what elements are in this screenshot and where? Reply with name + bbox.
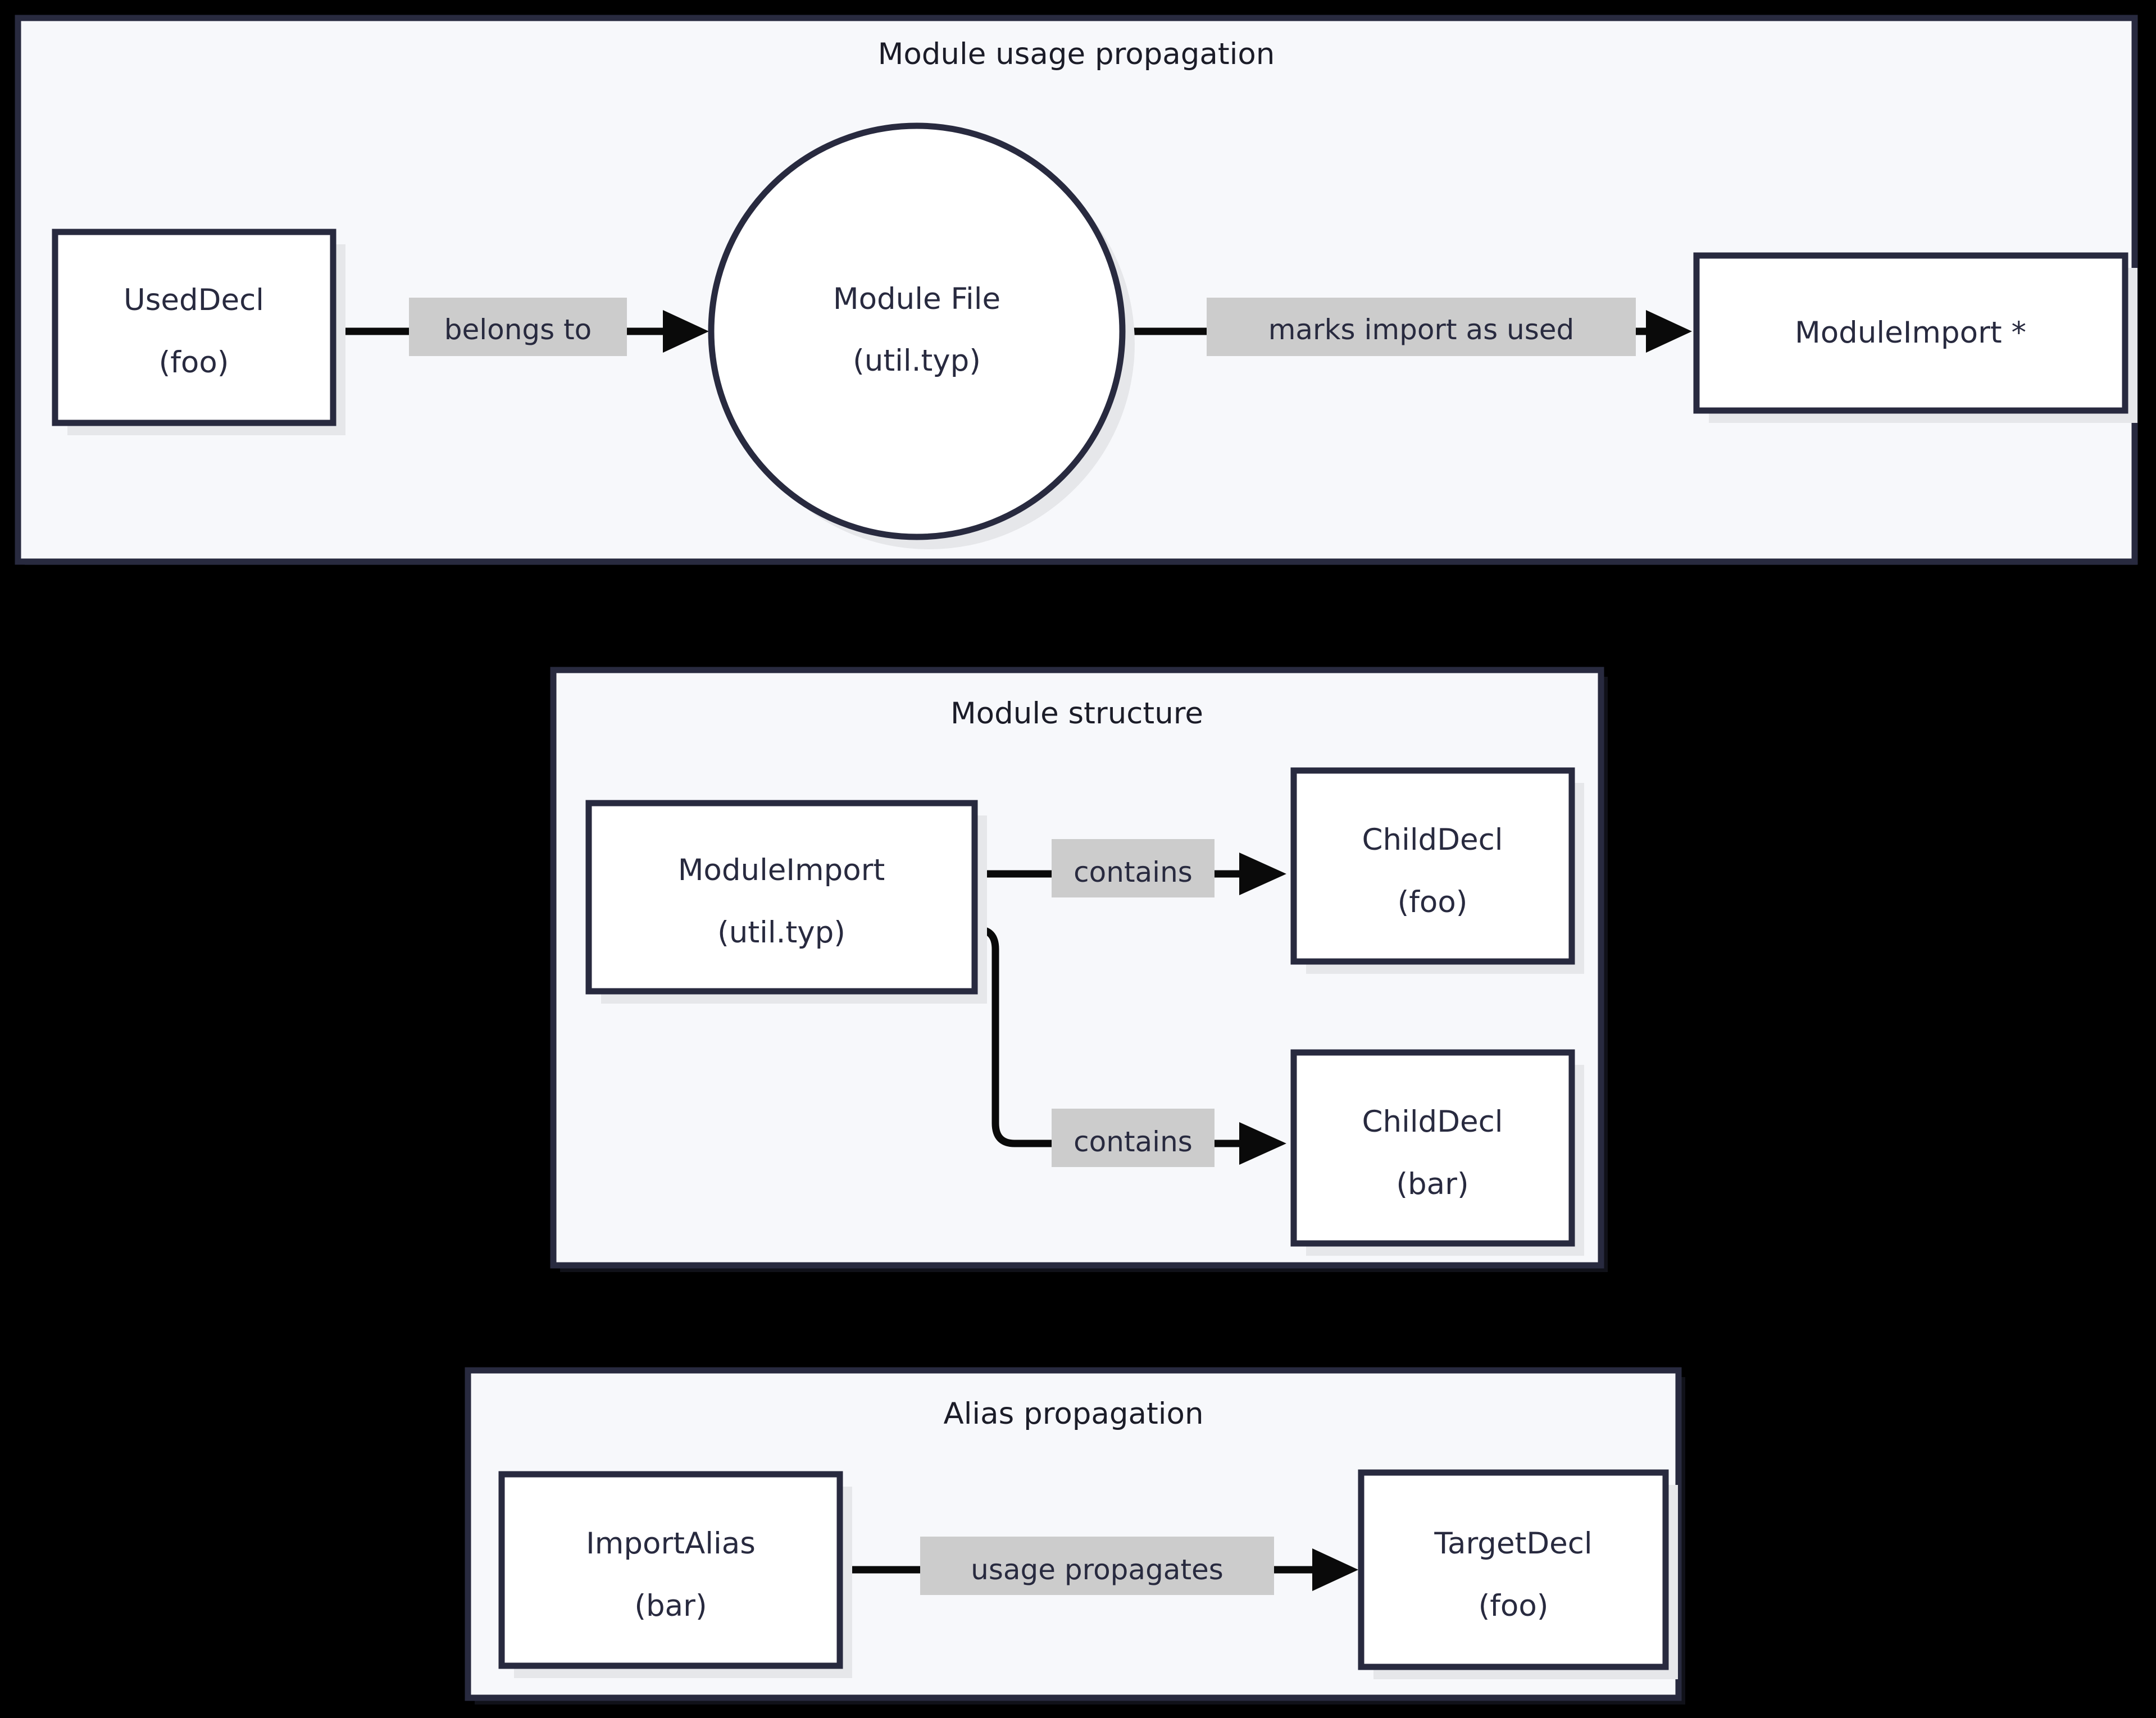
node-module-import-box[interactable] (585, 800, 978, 995)
edge-contains-bar-chip (1052, 1109, 1215, 1167)
panel-3-title: Alias propagation (943, 1397, 1203, 1431)
edge-contains-foo-chip (1052, 839, 1215, 897)
panel-module-usage-propagation: Module usage propagation belongs to mark… (15, 15, 2138, 565)
node-target-decl[interactable]: TargetDecl (foo) (1358, 1469, 1678, 1679)
node-import-alias-line2: (bar) (634, 1589, 707, 1623)
edge-marks-import-as-used: marks import as used (1124, 298, 1692, 356)
node-child-decl-foo-line2: (foo) (1398, 885, 1468, 919)
edge-belongs-to-label: belongs to (444, 313, 592, 346)
node-target-decl-line2: (foo) (1479, 1589, 1549, 1623)
edge-belongs-to-chip (409, 298, 627, 356)
node-module-import-star-line1: ModuleImport * (1795, 316, 2026, 350)
node-child-decl-foo[interactable]: ChildDecl (foo) (1290, 767, 1584, 974)
edge-usage-propagates-label: usage propagates (971, 1553, 1223, 1586)
node-target-decl-line1: TargetDecl (1434, 1526, 1592, 1561)
node-import-alias-line1: ImportAlias (586, 1526, 756, 1561)
node-module-import-line1: ModuleImport (678, 853, 885, 887)
node-module-file-line1: Module File (833, 282, 1000, 316)
node-module-file[interactable]: Module File (util.typ) (708, 122, 1135, 549)
panel-1-title: Module usage propagation (878, 37, 1275, 71)
node-used-decl[interactable]: UsedDecl (foo) (52, 229, 345, 435)
node-module-import-star-box[interactable] (1693, 252, 2128, 414)
node-child-decl-foo-line1: ChildDecl (1362, 823, 1503, 857)
panel-alias-propagation: Alias propagation usage propagates Impor… (465, 1367, 1685, 1705)
node-module-import-line2: (util.typ) (717, 915, 845, 950)
node-child-decl-foo-box[interactable] (1290, 767, 1575, 965)
edge-contains-foo-arrowhead (1239, 853, 1286, 895)
edge-contains-foo: contains (975, 839, 1286, 897)
edge-usage-propagates-arrowhead (1312, 1548, 1358, 1591)
edge-marks-import-label: marks import as used (1268, 313, 1575, 346)
node-used-decl-box[interactable] (52, 229, 336, 426)
edge-contains-foo-label: contains (1074, 856, 1193, 888)
node-child-decl-bar-box[interactable] (1290, 1049, 1575, 1247)
edge-contains-bar-arrowhead (1239, 1122, 1286, 1165)
edge-usage-propagates: usage propagates (840, 1537, 1358, 1595)
panel-module-structure: Module structure contains contains Modul… (550, 667, 1608, 1272)
edge-marks-import-chip (1207, 298, 1636, 356)
node-module-import-star[interactable]: ModuleImport * (1693, 252, 2137, 423)
node-import-alias[interactable]: ImportAlias (bar) (498, 1471, 852, 1678)
node-child-decl-bar[interactable]: ChildDecl (bar) (1290, 1049, 1584, 1256)
node-used-decl-line2: (foo) (159, 345, 229, 380)
edge-belongs-to-arrowhead (663, 310, 709, 353)
edge-contains-bar-label: contains (1074, 1125, 1193, 1158)
edge-belongs-to: belongs to (331, 298, 709, 356)
node-child-decl-bar-line2: (bar) (1396, 1167, 1468, 1201)
edge-marks-import-arrowhead (1646, 310, 1692, 353)
node-import-alias-box[interactable] (498, 1471, 843, 1669)
node-module-file-circle[interactable] (708, 122, 1126, 540)
node-module-import[interactable]: ModuleImport (util.typ) (585, 800, 987, 1004)
node-child-decl-bar-line1: ChildDecl (1362, 1105, 1503, 1139)
node-used-decl-line1: UsedDecl (124, 283, 264, 317)
node-target-decl-box[interactable] (1358, 1469, 1669, 1670)
node-module-file-line2: (util.typ) (853, 344, 981, 378)
panel-2-title: Module structure (950, 696, 1203, 731)
edge-usage-propagates-chip (920, 1537, 1274, 1595)
